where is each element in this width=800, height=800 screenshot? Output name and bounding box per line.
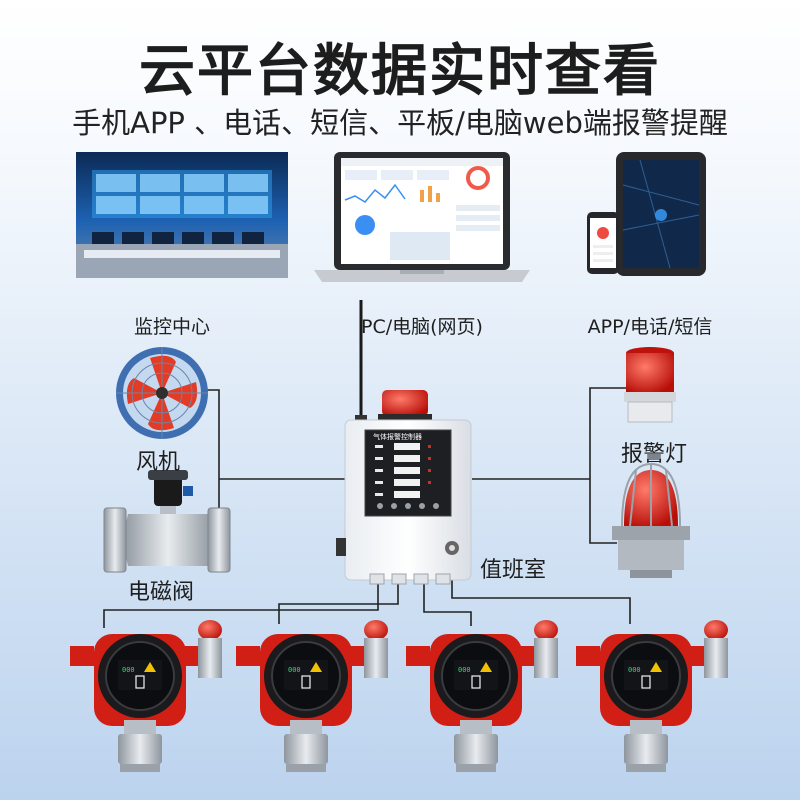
page-title: 云平台数据实时查看 <box>139 39 661 104</box>
gas-detector: 000 <box>236 620 388 772</box>
gas-detectors: 000 000 000 000 <box>70 620 728 772</box>
alarm-light-explosion-proof <box>612 462 690 578</box>
laptop-image <box>314 152 530 282</box>
gas-detector: 000 <box>406 620 558 772</box>
label-alarm-light: 报警灯 <box>621 442 688 467</box>
label-duty-room: 值班室 <box>480 558 547 583</box>
detector-readout: 000 <box>288 666 301 674</box>
detector-readout: 000 <box>122 666 135 674</box>
monitor-center-image <box>76 152 288 278</box>
detector-readout: 000 <box>628 666 641 674</box>
alarm-controller <box>336 300 472 585</box>
detector-readout: 000 <box>458 666 471 674</box>
fan-device <box>116 347 208 439</box>
page-subtitle: 手机APP 、电话、短信、平板/电脑web端报警提醒 <box>72 106 728 140</box>
tablet-phone-image <box>587 152 706 276</box>
caption-pc-web: PC/电脑(网页) <box>361 316 483 338</box>
gas-detector: 000 <box>576 620 728 772</box>
alarm-light-round <box>624 347 676 423</box>
caption-monitor-center: 监控中心 <box>133 316 210 338</box>
caption-app-phone-sms: APP/电话/短信 <box>587 316 713 338</box>
controller-panel-title: 气体报警控制器 <box>373 433 422 441</box>
label-fan: 风机 <box>136 450 181 475</box>
connection-lines <box>103 387 631 628</box>
label-valve: 电磁阀 <box>128 580 195 605</box>
solenoid-valve <box>103 470 231 573</box>
gas-detector: 000 <box>70 620 222 772</box>
